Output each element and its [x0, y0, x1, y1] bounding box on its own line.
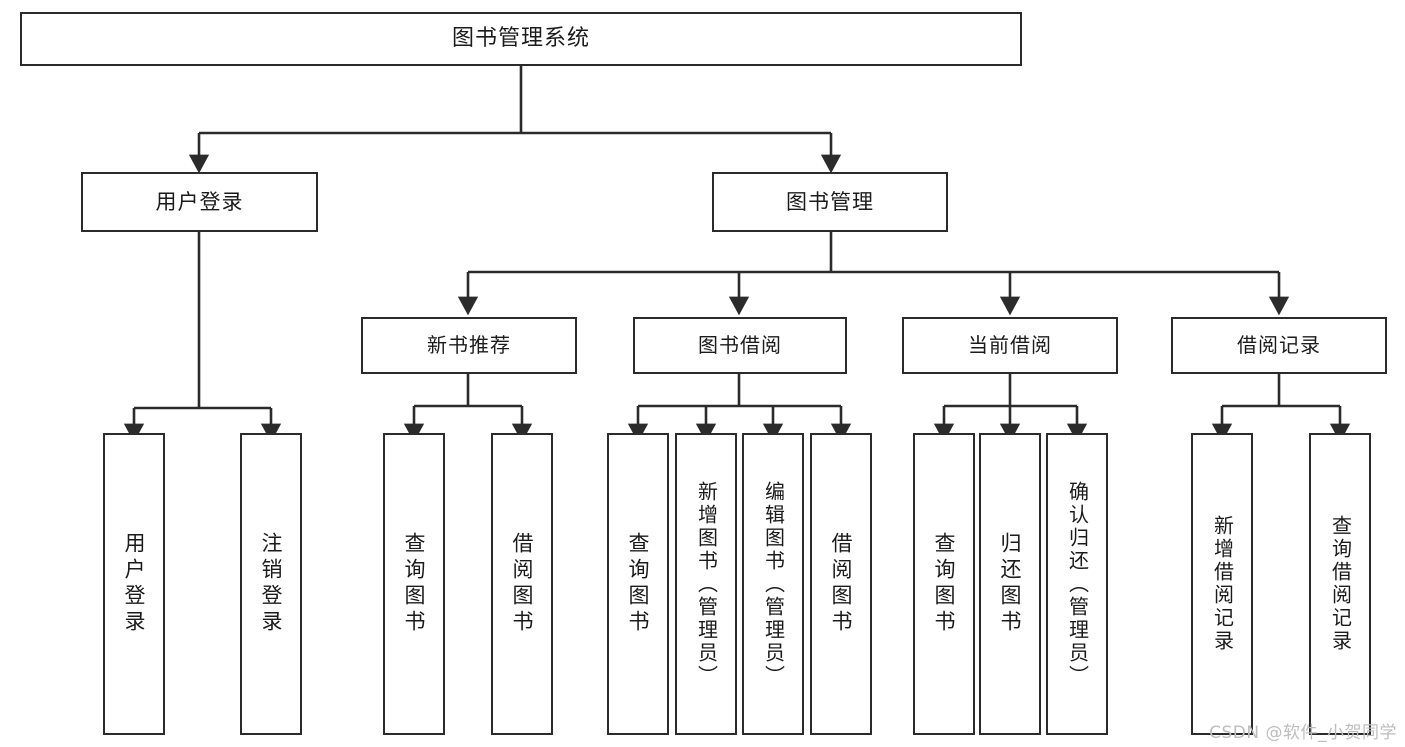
- leaf-book-borrow-borrow-book[interactable]: 借阅图书: [810, 433, 872, 735]
- node-label: 编辑图书（管理员）: [761, 480, 786, 688]
- node-label: 借阅图书: [829, 532, 854, 636]
- node-book-management[interactable]: 图书管理: [712, 172, 948, 232]
- leaf-book-borrow-query-book[interactable]: 查询图书: [607, 433, 669, 735]
- node-current-borrow[interactable]: 当前借阅: [902, 317, 1118, 374]
- node-label: 图书管理系统: [451, 26, 590, 52]
- node-new-book-recommend[interactable]: 新书推荐: [361, 317, 577, 374]
- leaf-user-login-login[interactable]: 用户登录: [103, 433, 165, 735]
- node-label: 查询图书: [626, 532, 651, 636]
- leaf-borrow-record-query-record[interactable]: 查询借阅记录: [1309, 433, 1371, 735]
- node-label: 用户登录: [155, 189, 244, 214]
- leaf-current-borrow-return-book[interactable]: 归还图书: [979, 433, 1041, 735]
- node-user-login[interactable]: 用户登录: [81, 172, 318, 232]
- leaf-book-borrow-add-book-admin[interactable]: 新增图书（管理员）: [675, 433, 737, 735]
- node-label: 用户登录: [122, 532, 147, 636]
- node-label: 确认归还（管理员）: [1065, 480, 1090, 688]
- node-borrow-record[interactable]: 借阅记录: [1171, 317, 1387, 374]
- leaf-new-book-query-book[interactable]: 查询图书: [383, 433, 445, 735]
- node-book-borrow[interactable]: 图书借阅: [633, 317, 847, 374]
- node-label: 查询图书: [402, 532, 427, 636]
- node-label: 新增借阅记录: [1210, 515, 1235, 653]
- leaf-borrow-record-add-record[interactable]: 新增借阅记录: [1191, 433, 1253, 735]
- node-label: 注销登录: [259, 532, 284, 636]
- node-label: 新增图书（管理员）: [694, 480, 719, 688]
- node-label: 新书推荐: [427, 333, 511, 357]
- node-label: 图书借阅: [698, 333, 782, 357]
- leaf-current-borrow-query-book[interactable]: 查询图书: [913, 433, 975, 735]
- node-label: 查询图书: [932, 532, 957, 636]
- node-label: 当前借阅: [968, 333, 1052, 357]
- node-root-book-management-system[interactable]: 图书管理系统: [20, 12, 1022, 66]
- leaf-current-borrow-confirm-return-admin[interactable]: 确认归还（管理员）: [1046, 433, 1108, 735]
- node-label: 图书管理: [786, 189, 874, 214]
- leaf-book-borrow-edit-book-admin[interactable]: 编辑图书（管理员）: [742, 433, 804, 735]
- leaf-new-book-borrow-book[interactable]: 借阅图书: [491, 433, 553, 735]
- node-label: 查询借阅记录: [1328, 515, 1353, 653]
- node-label: 借阅记录: [1237, 333, 1321, 357]
- node-label: 归还图书: [998, 532, 1023, 636]
- node-label: 借阅图书: [510, 532, 535, 636]
- leaf-user-login-logout[interactable]: 注销登录: [240, 433, 302, 735]
- csdn-watermark: CSDN @软件_小贺同学: [1209, 723, 1397, 743]
